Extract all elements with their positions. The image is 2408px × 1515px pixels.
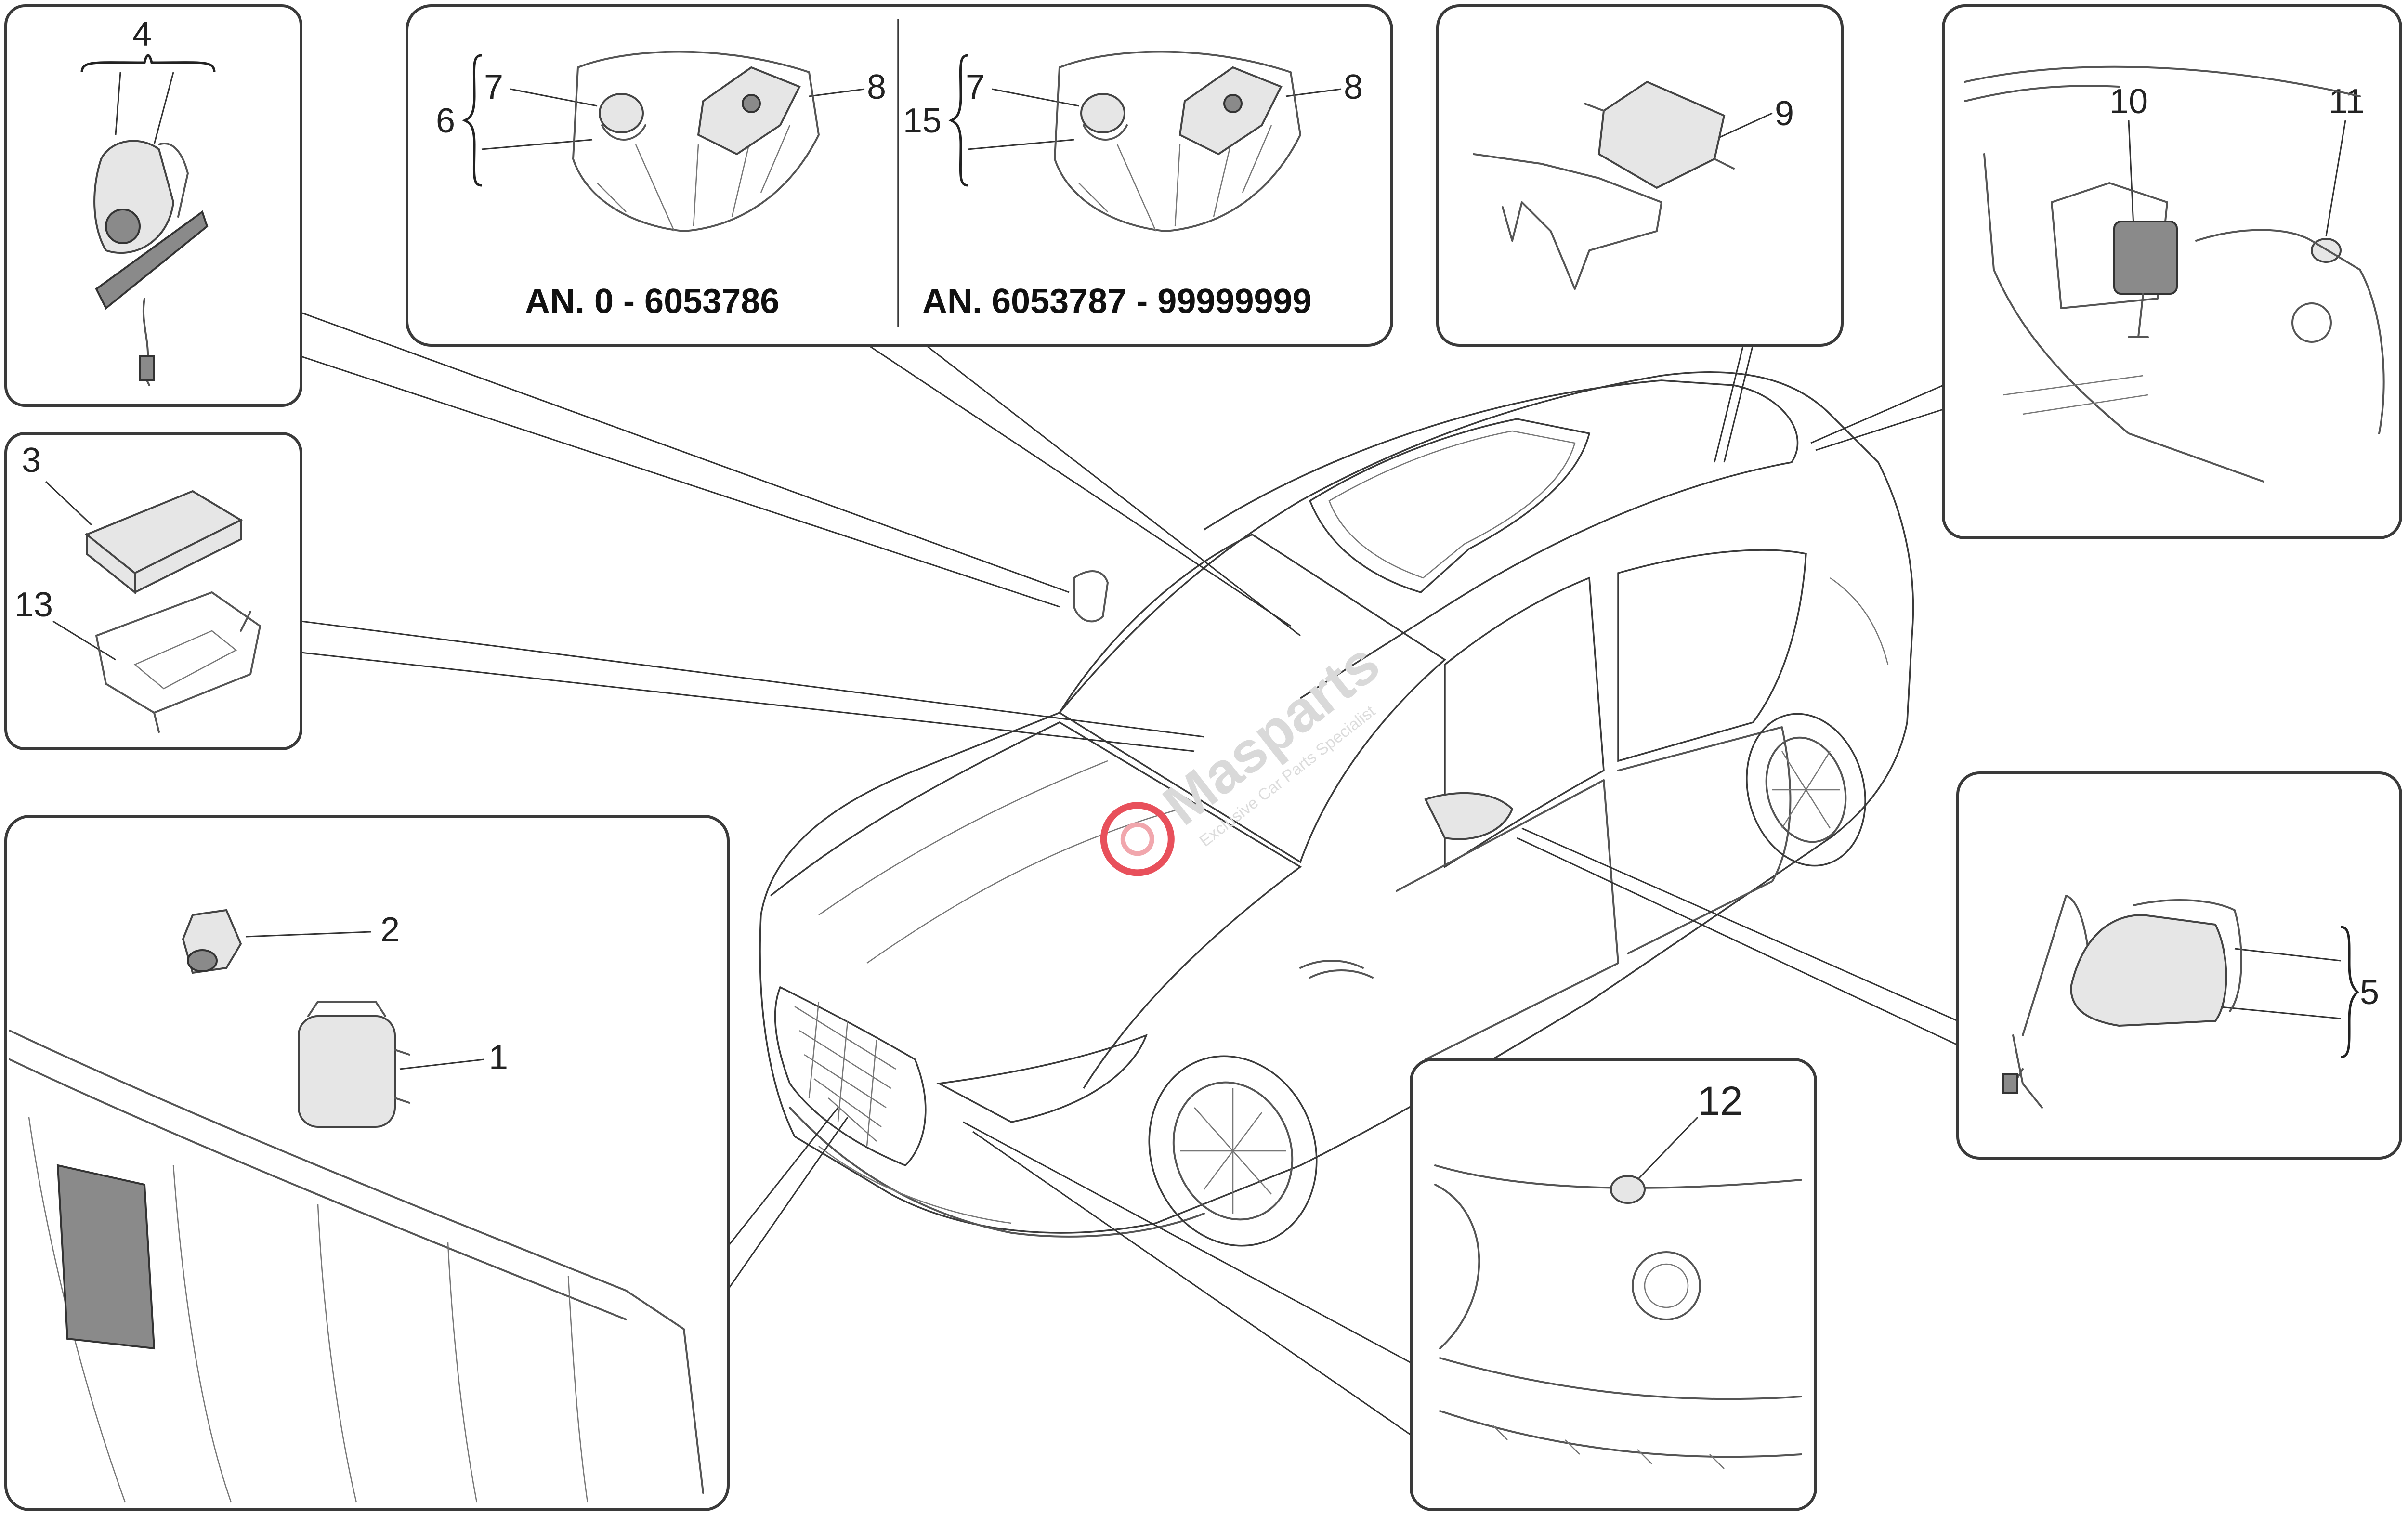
callout-5: 5 [2360, 973, 2379, 1012]
callout-13: 13 [14, 586, 53, 624]
rain-sensor-left [599, 93, 644, 133]
callout-4: 4 [132, 15, 152, 53]
panel-side-mirror: 5 [1956, 771, 2402, 1160]
car-illustration [759, 371, 1914, 1247]
panel-control-unit: 3 13 [4, 432, 302, 750]
callout-9: 9 [1775, 94, 1794, 133]
callout-1: 1 [489, 1038, 508, 1077]
callout-2: 2 [380, 911, 400, 949]
serial-range-right: AN. 6053787 - 99999999 [922, 282, 1312, 321]
roof-bracket [1473, 153, 1662, 290]
radar-sensor [2113, 221, 2178, 295]
callout-11: 11 [2329, 82, 2365, 121]
camera-lens [105, 209, 141, 244]
callout-7-right: 7 [966, 68, 985, 106]
rain-sensor-right [1080, 93, 1125, 133]
serial-range-left: AN. 0 - 6053786 [525, 282, 779, 321]
parking-sensor-12 [1610, 1175, 1646, 1204]
callout-7-left: 7 [484, 68, 503, 106]
mirror-housing [2069, 914, 2227, 1027]
radar-module-1 [298, 1015, 396, 1128]
panel-rear-radar: 10 11 [1942, 4, 2402, 539]
callout-10: 10 [2109, 82, 2148, 121]
mirror-base [95, 210, 209, 310]
panel-roof-module: 9 [1436, 4, 1844, 347]
watermark-gear-icon [1100, 802, 1175, 876]
panel-rain-light-sensor: 6 7 8 AN. 0 - 6053786 15 7 8 AN. 6053787… [406, 4, 1393, 347]
panel-bumper-sensor: 12 [1410, 1058, 1817, 1511]
callout-15: 15 [903, 102, 942, 140]
panel-camera-mirror: 4 [4, 4, 302, 407]
panel-front-radar: 2 1 [4, 815, 730, 1511]
mirror-glass [2133, 899, 2242, 1012]
callout-12: 12 [1698, 1078, 1742, 1123]
leader-lines [288, 307, 1958, 1436]
mounting-bracket [95, 591, 261, 714]
callout-3: 3 [22, 441, 41, 480]
callout-8-right: 8 [1344, 68, 1363, 106]
watermark: Masparts Exclusive Car Parts Specialist [1100, 630, 1391, 876]
callout-8-left: 8 [867, 68, 886, 106]
callout-6: 6 [436, 102, 455, 140]
